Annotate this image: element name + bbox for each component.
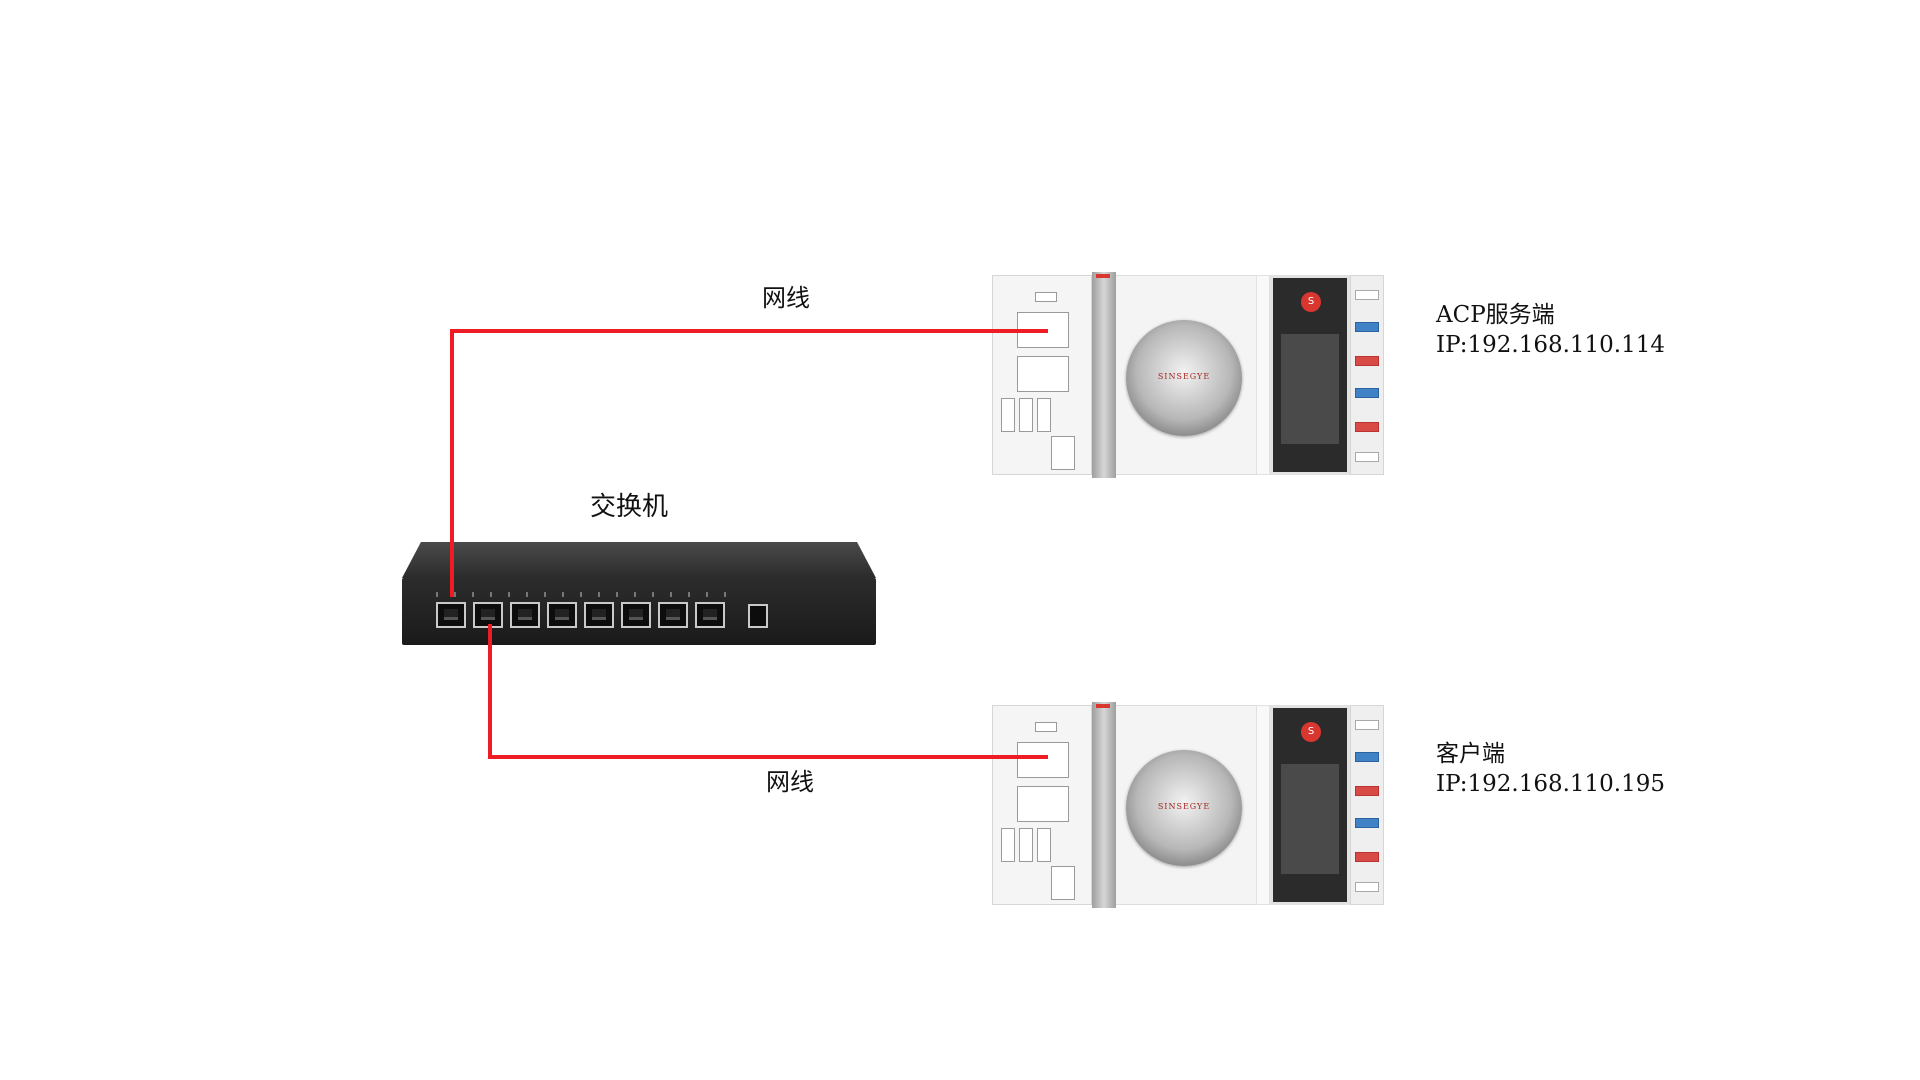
cable-label-bottom: 网线 <box>766 768 814 796</box>
switch-sfp-port <box>748 604 768 628</box>
cable-server-horizontal <box>450 329 1048 333</box>
switch-port-5 <box>584 602 614 628</box>
switch-front-panel <box>402 578 876 645</box>
cable-server-vertical <box>450 329 454 597</box>
switch-ports <box>436 602 792 636</box>
switch-port-6 <box>621 602 651 628</box>
brand-logo-icon: S <box>1301 292 1321 312</box>
brand-text: SINSEGYE <box>1157 802 1211 811</box>
display-panel: S <box>1270 275 1350 475</box>
rotary-knob <box>1126 320 1242 436</box>
cable-client-horizontal <box>488 755 1048 759</box>
display-panel: S <box>1270 705 1350 905</box>
switch-port-1 <box>436 602 466 628</box>
switch-port-3 <box>510 602 540 628</box>
rotary-knob <box>1126 750 1242 866</box>
lcd-screen <box>1281 764 1339 874</box>
divider <box>1256 705 1270 905</box>
terminal-block <box>1350 705 1384 905</box>
client-device: SINSEGYE S <box>992 702 1404 908</box>
acp-server-device: SINSEGYE S <box>992 272 1404 478</box>
switch-port-4 <box>547 602 577 628</box>
switch-label: 交换机 <box>590 492 669 522</box>
switch-top-cover <box>402 542 876 578</box>
cable-label-top: 网线 <box>762 284 810 312</box>
server-ip: IP:192.168.110.114 <box>1436 332 1666 358</box>
client-ip: IP:192.168.110.195 <box>1436 771 1666 797</box>
switch-led-row <box>436 592 736 597</box>
io-panel <box>992 275 1092 475</box>
terminal-block <box>1350 275 1384 475</box>
status-strip <box>1092 272 1116 478</box>
network-switch <box>402 542 876 645</box>
brand-logo-icon: S <box>1301 722 1321 742</box>
divider <box>1256 275 1270 475</box>
switch-port-7 <box>658 602 688 628</box>
server-title: ACP服务端 <box>1436 302 1555 328</box>
lcd-screen <box>1281 334 1339 444</box>
io-panel <box>992 705 1092 905</box>
switch-port-8 <box>695 602 725 628</box>
client-title: 客户端 <box>1436 741 1505 767</box>
cable-client-vertical <box>488 624 492 759</box>
brand-text: SINSEGYE <box>1157 372 1211 381</box>
status-strip <box>1092 702 1116 908</box>
